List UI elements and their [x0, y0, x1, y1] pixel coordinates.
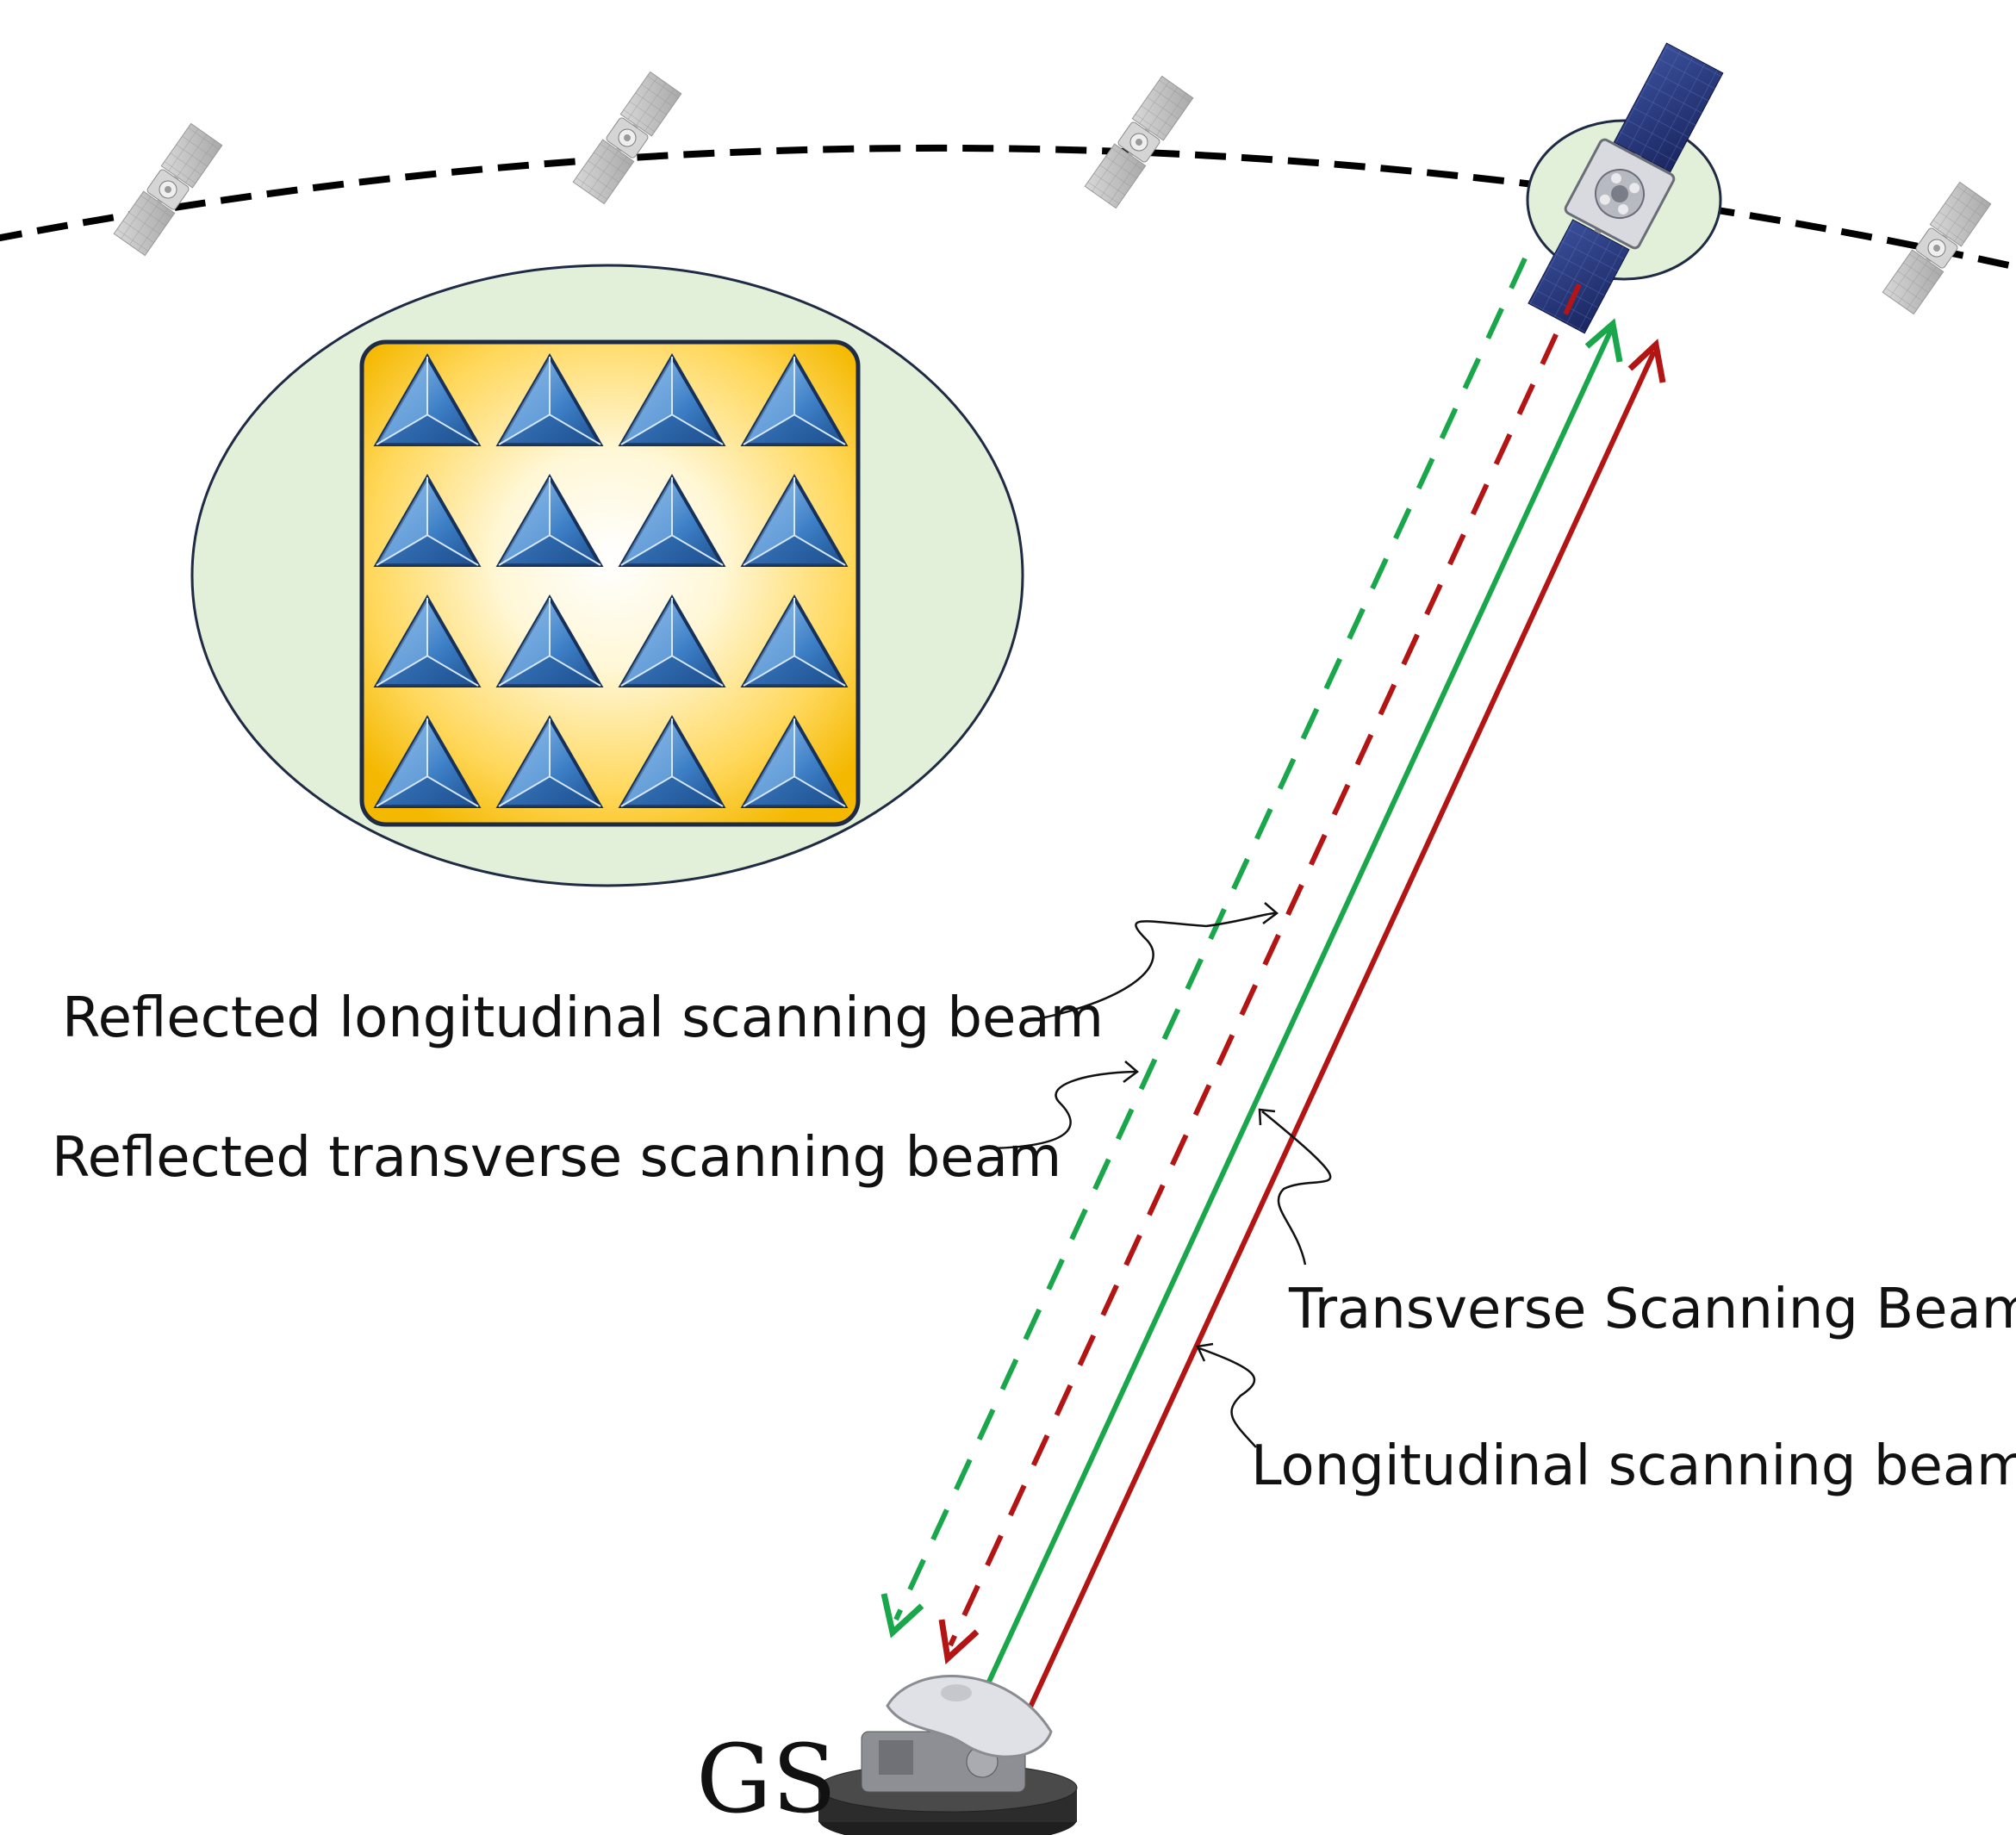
triangle-antenna-element-icon: [740, 474, 849, 567]
arrow-head-icon: [1123, 1061, 1139, 1083]
triangle-antenna-element-icon: [740, 353, 849, 446]
satellite-icon: [572, 71, 682, 205]
label-reflected-transverse: Reflected transverse scanning beam: [52, 1126, 1062, 1190]
leader-line: [1040, 911, 1276, 1020]
label-longitudinal-beam: Longitudinal scanning beam: [1251, 1434, 2016, 1498]
arrow-head-icon: [1627, 339, 1666, 383]
triangle-antenna-element-icon: [618, 715, 726, 808]
label-ground-station: GS: [696, 1724, 837, 1834]
transverse-beam: [981, 328, 1614, 1695]
triangle-antenna-element-icon: [373, 474, 482, 567]
triangle-antenna-element-icon: [740, 594, 849, 687]
triangle-antenna-element-icon: [495, 715, 604, 808]
triangle-antenna-element-icon: [740, 715, 849, 808]
ground-station-antenna-icon: [818, 1675, 1078, 1835]
triangle-antenna-element-icon: [373, 353, 482, 446]
triangle-antenna-element-icon: [373, 594, 482, 687]
label-reflected-longitudinal: Reflected longitudinal scanning beam: [62, 986, 1104, 1050]
triangle-antenna-element-icon: [495, 594, 604, 687]
main-satellite-icon: [1526, 42, 1724, 334]
triangle-antenna-element-icon: [618, 594, 726, 687]
leader-line: [990, 1070, 1136, 1150]
arrow-head-icon: [880, 1593, 924, 1639]
reflected-transverse-beam: [893, 257, 1528, 1621]
satellite-icon: [1882, 181, 1992, 315]
arrow-head-icon: [1584, 318, 1623, 363]
triangle-antenna-element-icon: [495, 353, 604, 446]
triangle-antenna-element-icon: [618, 474, 726, 567]
triangle-antenna-element-icon: [495, 474, 604, 567]
leader-line: [1261, 1110, 1332, 1266]
reflected-longitudinal-beam: [948, 283, 1582, 1647]
leader-line: [1198, 1347, 1257, 1448]
arrow-head-icon: [1262, 902, 1279, 924]
arrow-head-icon: [938, 1619, 980, 1664]
satellite-icon: [1084, 75, 1194, 209]
longitudinal-beam: [1024, 350, 1657, 1716]
antenna-array-panel: [359, 339, 861, 827]
triangle-antenna-element-icon: [618, 353, 726, 446]
satellite-icon: [113, 122, 223, 257]
antenna-array-elements: [373, 353, 849, 808]
triangle-antenna-element-icon: [373, 715, 482, 808]
arrow-head-icon: [1258, 1108, 1276, 1126]
arrow-head-icon: [1196, 1342, 1214, 1362]
label-transverse-beam: Transverse Scanning Beam: [1289, 1278, 2016, 1341]
